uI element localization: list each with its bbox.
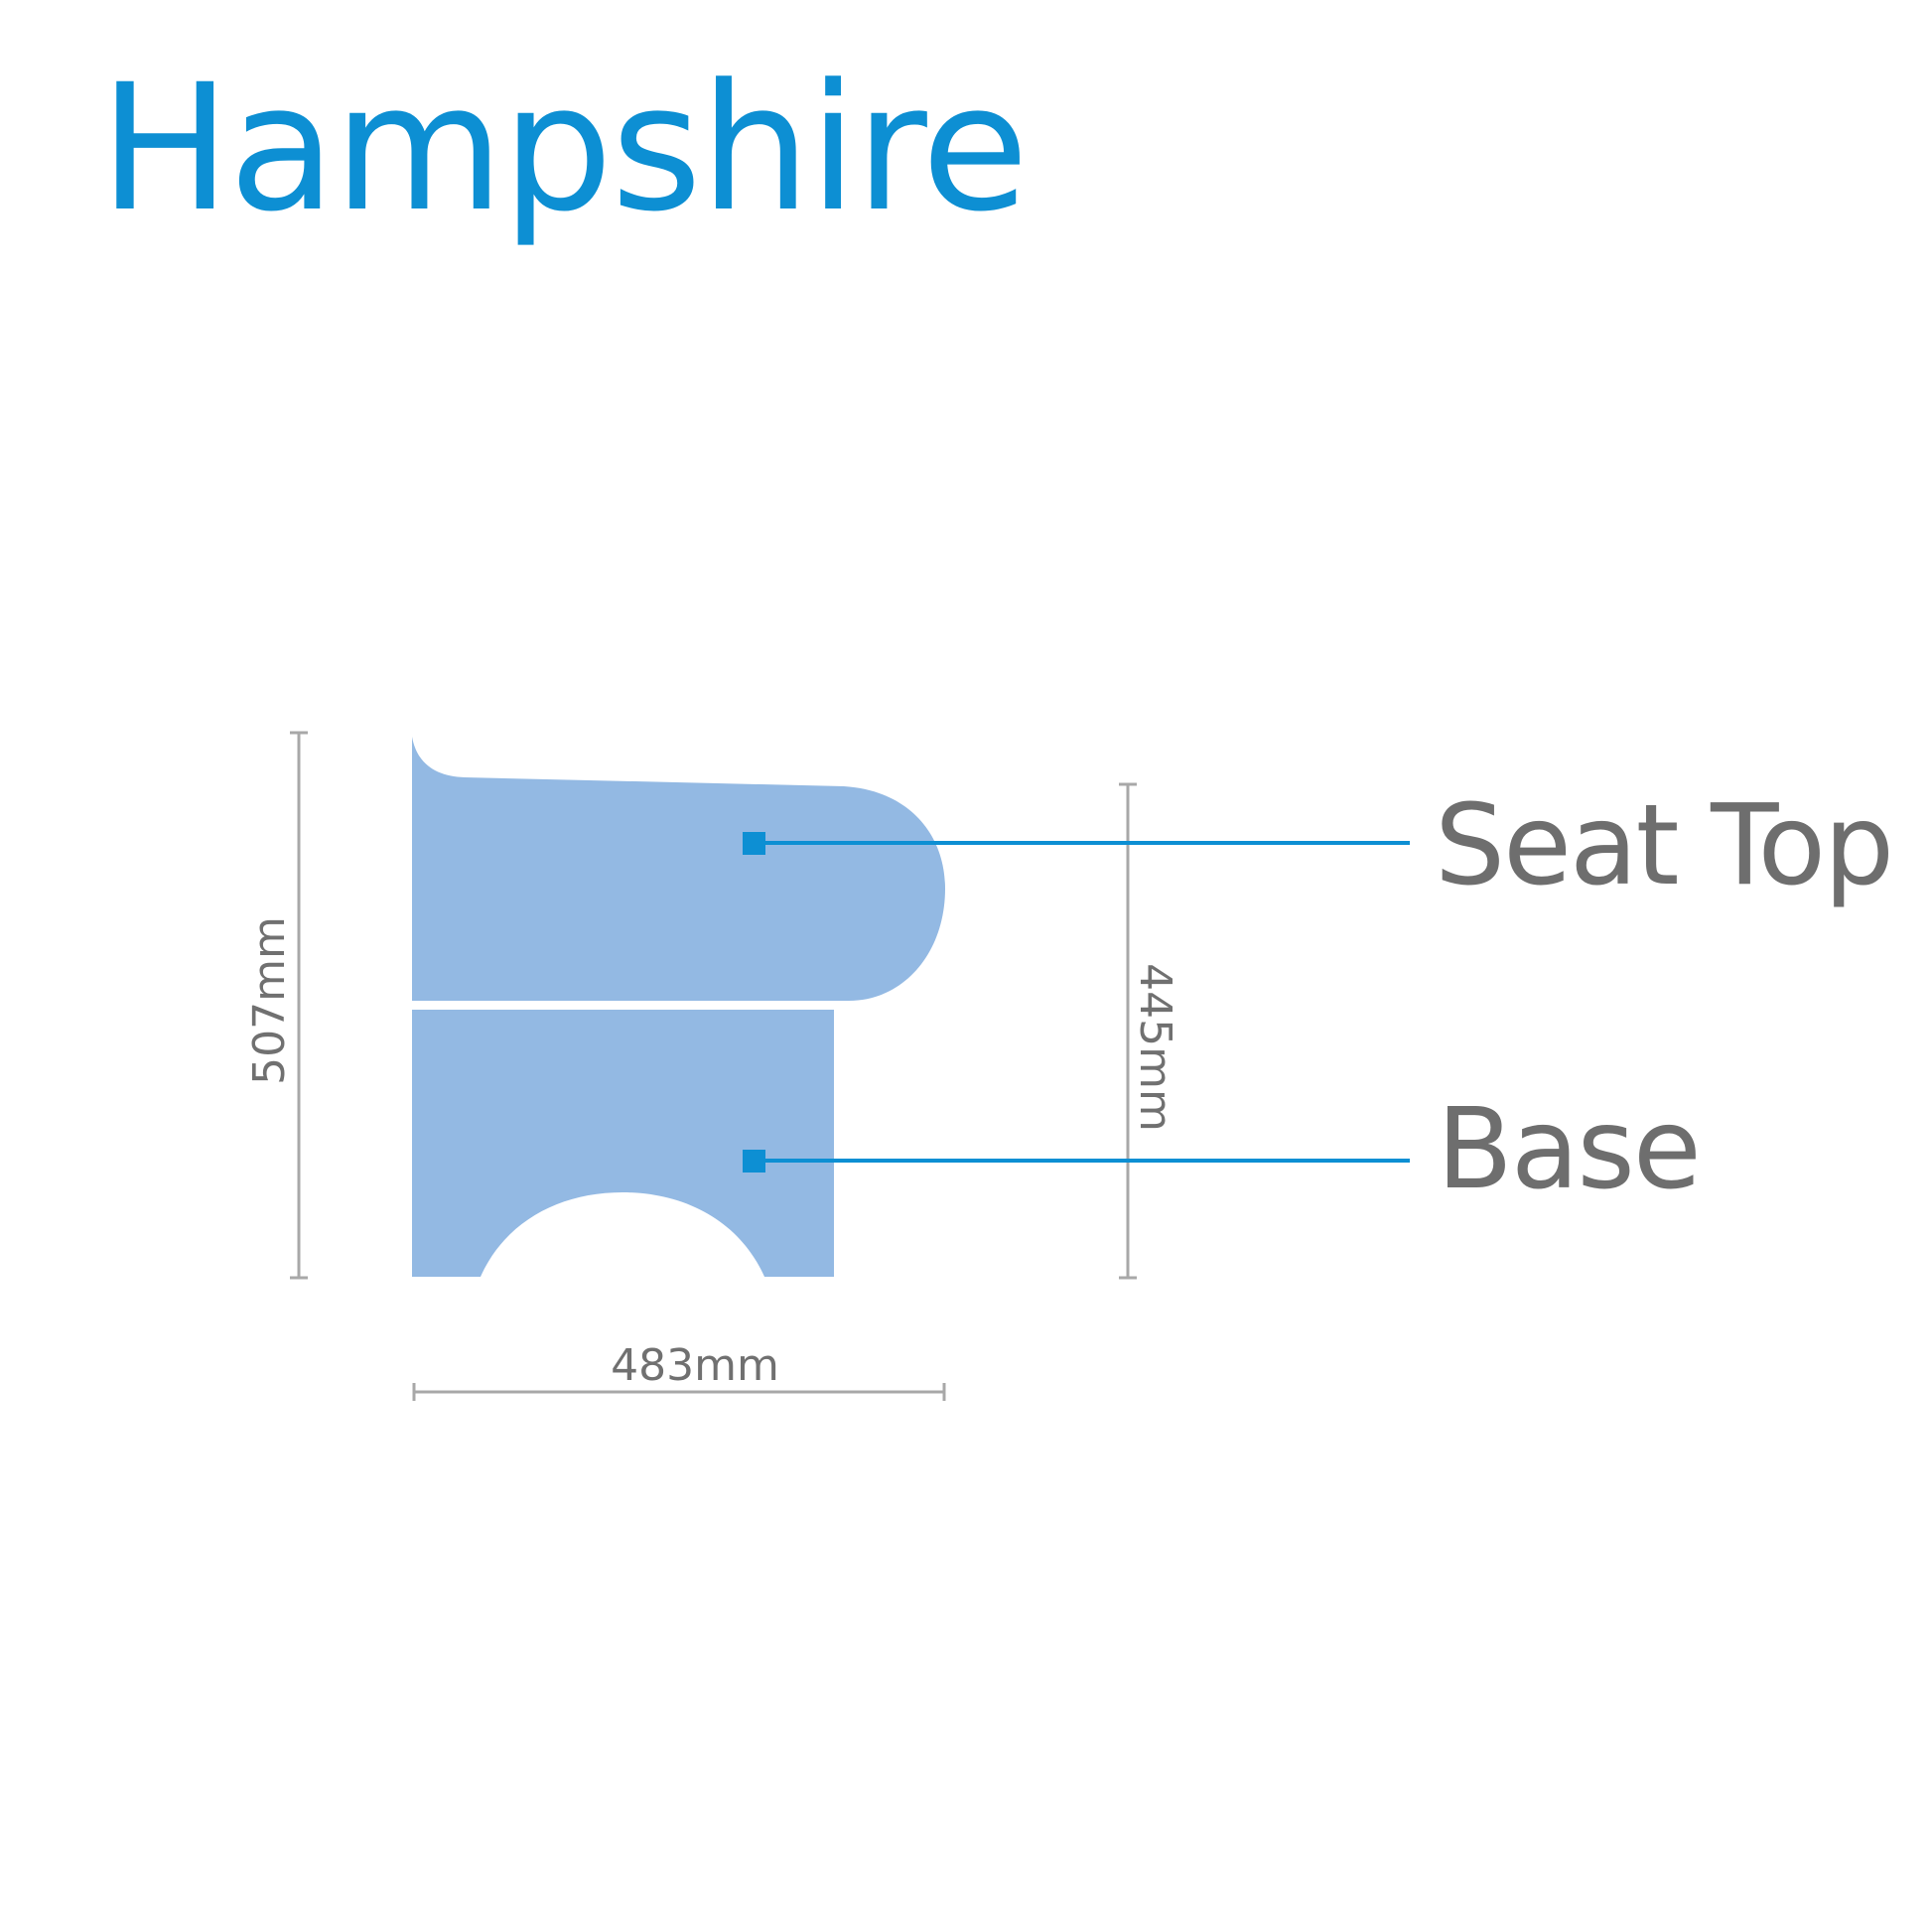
width-label: 483mm — [611, 1340, 779, 1391]
base-shape — [412, 1010, 834, 1277]
seat-top-label: Seat Top — [1435, 781, 1894, 910]
width-dimension — [412, 1383, 946, 1401]
base-callout — [743, 1150, 1410, 1173]
base-label: Base — [1437, 1085, 1702, 1214]
seat-height-dimension — [1119, 782, 1137, 1280]
seat-height-label: 445mm — [1130, 963, 1180, 1132]
seat-top-callout — [743, 832, 1410, 855]
seat-top-shape — [412, 737, 945, 1001]
overall-height-dimension — [290, 731, 308, 1280]
overall-height-label: 507mm — [244, 916, 295, 1085]
product-title: Hampshire — [99, 47, 1029, 250]
